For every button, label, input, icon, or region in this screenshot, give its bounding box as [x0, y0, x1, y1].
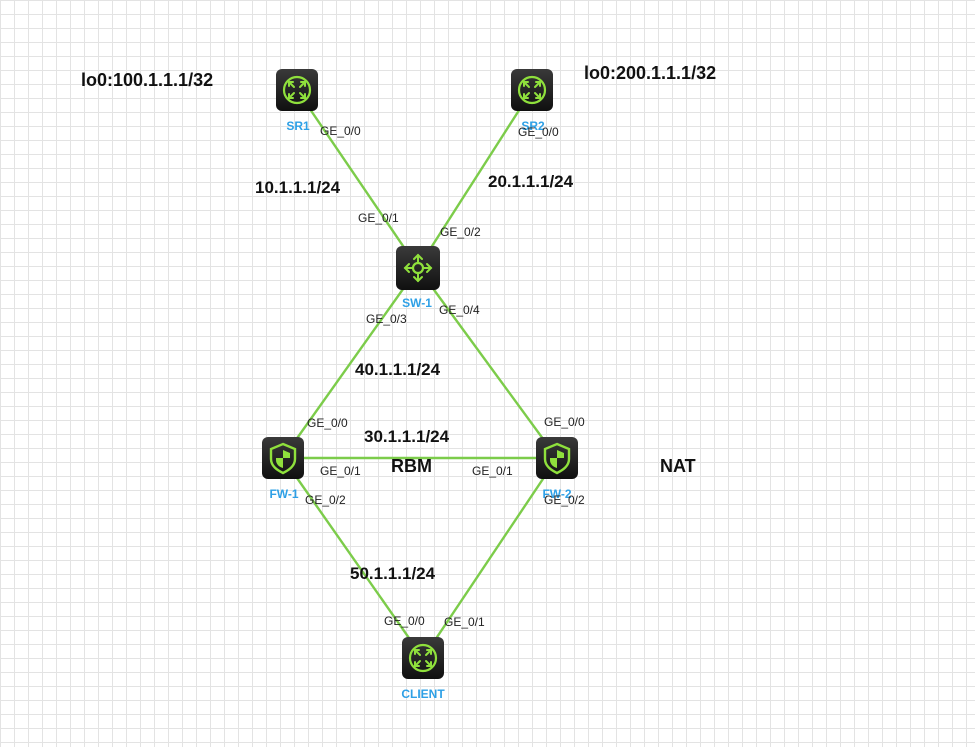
port-label-sw1-ge04: GE_0/4 — [439, 303, 480, 317]
port-label-fw1-ge01: GE_0/1 — [320, 464, 361, 478]
loopback-label-sr1: lo0:100.1.1.1/32 — [81, 70, 213, 90]
port-label-client-ge00: GE_0/0 — [384, 614, 425, 628]
nat-label: NAT — [660, 456, 696, 476]
router-icon — [402, 637, 444, 679]
link-sw1-fw1[interactable] — [282, 267, 419, 459]
port-label-client-ge01: GE_0/1 — [444, 615, 485, 629]
port-label-sr1-ge00: GE_0/0 — [320, 124, 361, 138]
rbm-label: RBM — [391, 456, 432, 476]
link-sw1-fw2[interactable] — [417, 267, 558, 459]
router-icon — [276, 69, 318, 111]
device-label-client: CLIENT — [401, 687, 445, 701]
device-sr1[interactable] — [276, 69, 318, 111]
loopback-label-sr2: lo0:200.1.1.1/32 — [584, 63, 716, 83]
port-label-fw1-ge02: GE_0/2 — [305, 493, 346, 507]
switch-icon — [396, 246, 440, 290]
link-sr2-sw1[interactable] — [416, 89, 534, 269]
port-label-sw1-ge01: GE_0/1 — [358, 211, 399, 225]
device-label-fw1: FW-1 — [269, 487, 298, 501]
port-label-fw2-ge00: GE_0/0 — [544, 415, 585, 429]
device-label-sr1: SR1 — [286, 119, 310, 133]
device-sw1[interactable] — [396, 246, 440, 290]
network-label-30: 30.1.1.1/24 — [364, 427, 450, 446]
port-label-fw1-ge00: GE_0/0 — [307, 416, 348, 430]
network-label-20: 20.1.1.1/24 — [488, 172, 574, 191]
network-label-10: 10.1.1.1/24 — [255, 178, 341, 197]
device-client[interactable] — [402, 637, 444, 679]
link-fw2-client[interactable] — [422, 457, 558, 659]
device-label-fw2: FW-2 — [542, 487, 571, 501]
link-sr1-sw1[interactable] — [296, 89, 419, 269]
device-fw2[interactable] — [536, 437, 578, 479]
network-label-40: 40.1.1.1/24 — [355, 360, 441, 379]
device-fw1[interactable] — [262, 437, 304, 479]
network-label-50: 50.1.1.1/24 — [350, 564, 436, 583]
device-sr2[interactable] — [511, 69, 553, 111]
link-fw1-client[interactable] — [282, 457, 424, 659]
router-icon — [511, 69, 553, 111]
port-label-sr2-ge00: GE_0/0 — [518, 125, 559, 139]
device-label-sw1: SW-1 — [402, 296, 432, 310]
port-label-sw1-ge03: GE_0/3 — [366, 312, 407, 326]
port-label-fw2-ge02: GE_0/2 — [544, 493, 585, 507]
port-label-fw2-ge01: GE_0/1 — [472, 464, 513, 478]
links — [282, 89, 558, 659]
port-label-sw1-ge02: GE_0/2 — [440, 225, 481, 239]
device-label-sr2: SR2 — [521, 119, 545, 133]
